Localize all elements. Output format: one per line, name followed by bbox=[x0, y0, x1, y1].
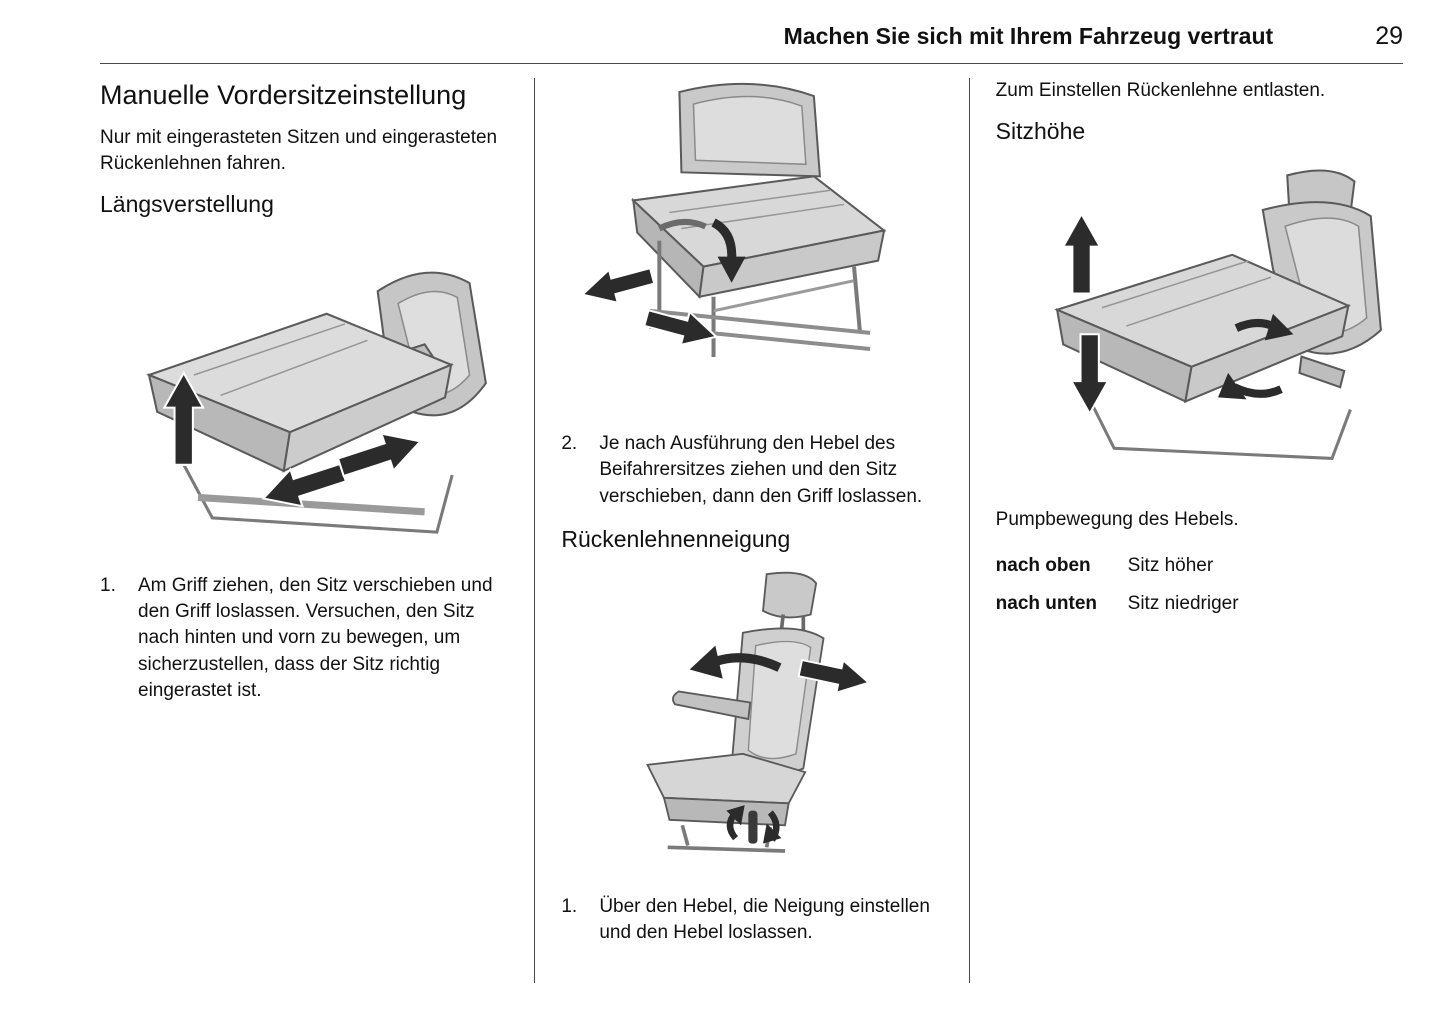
step-item: 2. Je nach Ausführung den Hebel des Beif… bbox=[561, 431, 942, 510]
table-value: Sitz höher bbox=[1127, 555, 1214, 577]
arrow-up-icon bbox=[1061, 212, 1102, 295]
step-item: 1. Über den Hebel, die Neigung einstelle… bbox=[561, 894, 942, 946]
step-number: 1. bbox=[561, 895, 578, 917]
continuation-paragraph: Zum Einstellen Rückenlehne entlasten. bbox=[995, 80, 1326, 101]
curved-arrow-down-head-icon bbox=[717, 256, 746, 283]
arrow-up-icon bbox=[162, 371, 205, 467]
arrow-slide-back-icon bbox=[580, 266, 656, 305]
table-key: nach oben bbox=[995, 555, 1091, 577]
seat-longitudinal-illustration bbox=[146, 272, 487, 535]
step-number: 2. bbox=[561, 433, 578, 455]
left-column: Manuelle Vordersitzeinstellung Nur mit e… bbox=[100, 78, 534, 983]
arrow-back-icon bbox=[261, 463, 348, 508]
content-columns: Manuelle Vordersitzeinstellung Nur mit e… bbox=[100, 78, 1403, 983]
right-column: Zum Einstellen Rückenlehne entlasten. Si… bbox=[968, 78, 1403, 983]
curved-arrow-forward-head-icon bbox=[689, 645, 723, 679]
page-number: 29 bbox=[1375, 22, 1403, 50]
step-number: 1. bbox=[100, 574, 116, 596]
middle-column: 2. Je nach Ausführung den Hebel des Beif… bbox=[534, 78, 968, 983]
arrow-down-icon bbox=[1069, 333, 1110, 416]
recline-lever-icon bbox=[748, 810, 758, 844]
step-text: Je nach Ausführung den Hebel des Beifahr… bbox=[599, 433, 923, 507]
step-item: 1. Am Griff ziehen, den Sitz verschieben… bbox=[100, 573, 508, 704]
subheading-laengsverstellung: Längsverstellung bbox=[100, 191, 274, 218]
chapter-title: Machen Sie sich mit Ihrem Fahrzeug vertr… bbox=[783, 23, 1274, 49]
backrest-recline-illustration bbox=[646, 571, 871, 853]
arrow-recline-back-icon bbox=[797, 658, 871, 694]
section-heading: Manuelle Vordersitzeinstellung bbox=[100, 80, 467, 110]
subheading-rueckenlehnenneigung: Rückenlehnenneigung bbox=[561, 525, 791, 552]
arrow-forward-icon bbox=[336, 432, 423, 478]
arrow-slide-forward-icon bbox=[643, 309, 719, 347]
table-key: nach unten bbox=[995, 593, 1097, 615]
adjustment-table: nach oben Sitz höher nach unten Sitz nie… bbox=[996, 555, 1403, 615]
curved-arrow-down-icon bbox=[711, 218, 737, 261]
step-text: Über den Hebel, die Neigung einstellen u… bbox=[599, 895, 930, 944]
page-header: Machen Sie sich mit Ihrem Fahrzeug vertr… bbox=[100, 22, 1403, 64]
pump-paragraph: Pumpbewegung des Hebels. bbox=[995, 508, 1239, 530]
passenger-seat-illustration bbox=[580, 82, 887, 357]
subheading-sitzhoehe: Sitzhöhe bbox=[995, 118, 1086, 145]
step-text: Am Griff ziehen, den Sitz verschieben un… bbox=[138, 574, 493, 701]
curved-arrow-forward-icon bbox=[711, 653, 782, 672]
intro-paragraph: Nur mit eingerasteten Sitzen und eingera… bbox=[100, 127, 498, 175]
table-value: Sitz niedriger bbox=[1127, 593, 1239, 615]
seat-height-illustration bbox=[1053, 169, 1382, 461]
